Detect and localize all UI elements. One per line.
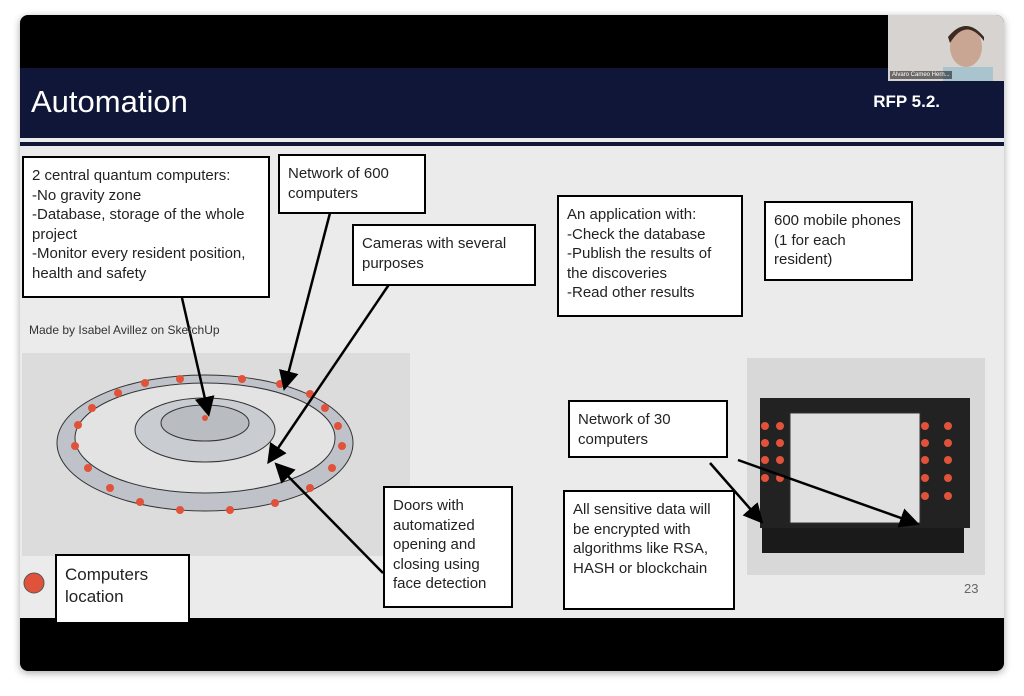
credit-text: Made by Isabel Avillez on SketchUp [29,323,220,337]
diagram-graphics [22,212,985,594]
rfp-label: RFP 5.2. [873,92,940,111]
application-box: An application with: -Check the database… [557,195,743,317]
participant-avatar [943,26,993,81]
cameras-box: Cameras with several purposes [352,224,536,286]
legend-dot [23,572,45,594]
doors-box: Doors with automatized opening and closi… [383,486,513,608]
slide: Automation RFP 5.2. Made by Isabel Avill… [20,68,1004,624]
participant-name: Alvaro Cameo Hern... [890,71,952,79]
network-600-box: Network of 600 computers [278,154,426,214]
participant-video[interactable]: Alvaro Cameo Hern... [888,15,1004,81]
divider [20,142,1004,146]
title-bar: Automation RFP 5.2. [20,68,1004,138]
legend-box: Computers location [55,554,190,624]
slide-title: Automation [31,84,188,119]
encryption-box: All sensitive data will be encrypted wit… [563,490,735,610]
quantum-computers-box: 2 central quantum computers: -No gravity… [22,156,270,298]
page-number: 23 [964,581,979,596]
mobile-phones-box: 600 mobile phones (1 for each resident) [764,201,913,281]
network-30-box: Network of 30 computers [568,400,728,458]
meeting-window: Automation RFP 5.2. Made by Isabel Avill… [20,15,1004,671]
